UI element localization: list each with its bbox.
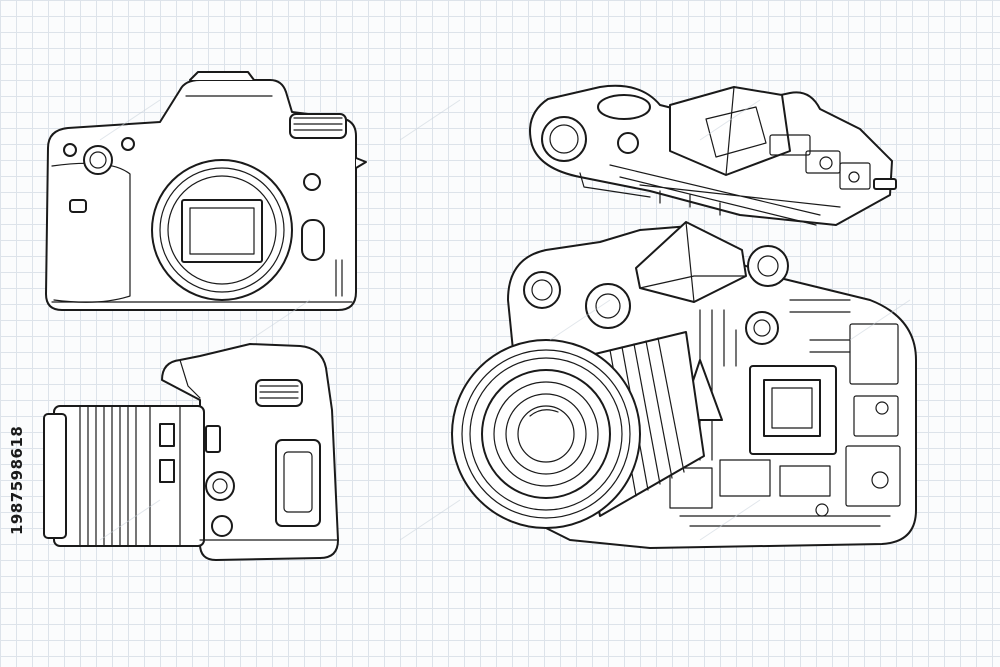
camera-top-view-exploded — [529, 84, 897, 226]
stock-id-label: 1987598618 — [8, 425, 26, 535]
camera-side-view-with-lens — [43, 343, 339, 561]
camera-cutaway-with-lens — [451, 221, 917, 549]
camera-body-front-view — [45, 71, 367, 311]
